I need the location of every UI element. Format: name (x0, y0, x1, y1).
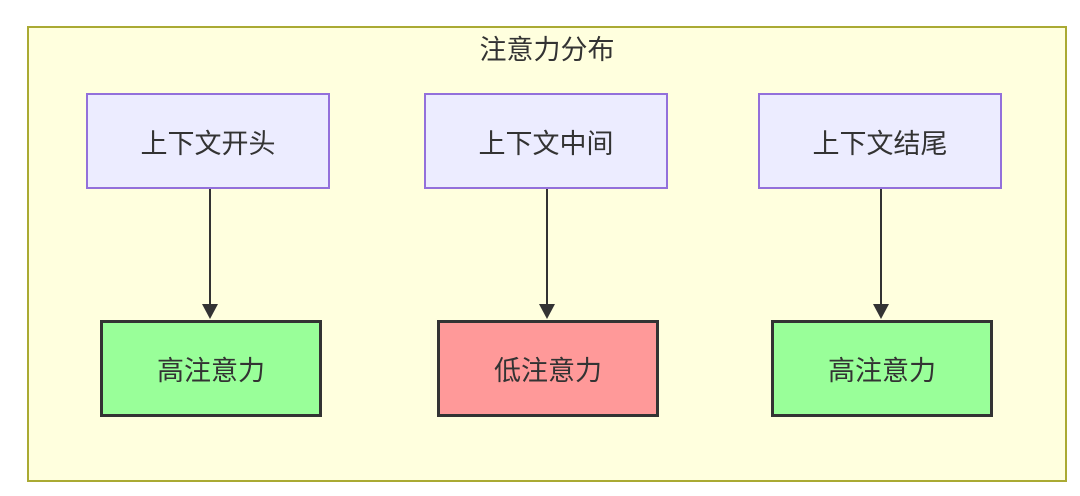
node-context-end: 上下文结尾 (758, 93, 1002, 189)
edge-line (546, 189, 548, 306)
arrowhead-down-icon (873, 304, 889, 319)
node-context-begin: 上下文开头 (86, 93, 330, 189)
cluster-title: 注意力分布 (479, 35, 615, 65)
node-context-middle: 上下文中间 (424, 93, 668, 189)
edge-line (209, 189, 211, 306)
node-low-attention: 低注意力 (437, 320, 659, 417)
node-high-attention-left: 高注意力 (100, 320, 322, 417)
arrowhead-down-icon (202, 304, 218, 319)
edge-line (880, 189, 882, 306)
arrowhead-down-icon (539, 304, 555, 319)
node-high-attention-right: 高注意力 (771, 320, 993, 417)
